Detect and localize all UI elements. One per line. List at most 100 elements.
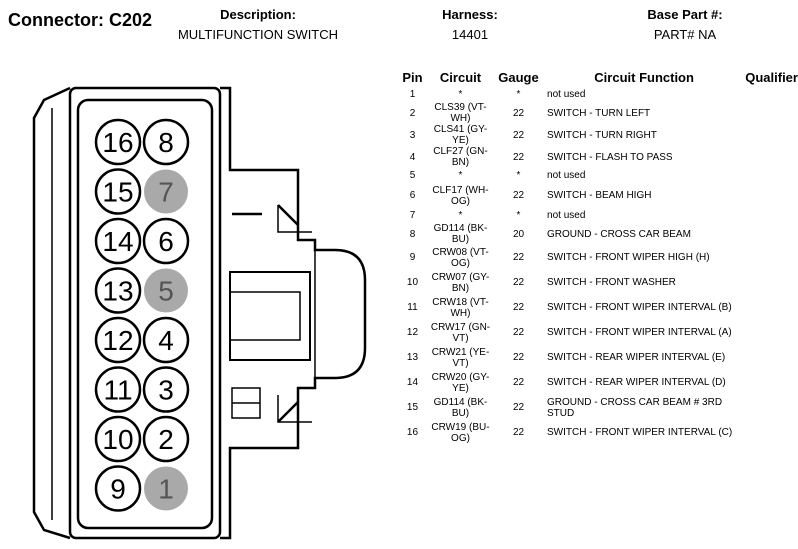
circuit-cell: CRW08 (VT-OG) — [432, 246, 489, 269]
table-row: 14 CRW20 (GY-YE) 22 SWITCH - REAR WIPER INT… — [398, 370, 798, 395]
circuit-cell: CRW17 (GN-VT) — [430, 321, 491, 344]
gauge-cell: 22 — [512, 327, 525, 338]
pin-circle-10 — [94, 415, 142, 463]
harness-value: 14401 — [451, 27, 489, 42]
qualifier-cell — [745, 370, 798, 395]
pin-circle-2 — [142, 415, 190, 463]
qualifier-cell — [745, 168, 798, 183]
pin-cell: 10 — [406, 277, 419, 288]
circuit-cell: GD114 (BK-BU) — [433, 223, 488, 245]
pin-number-label: 4 — [158, 325, 174, 356]
circuit-cell: * — [458, 210, 463, 221]
pin-circle-4 — [142, 316, 190, 364]
qualifier-cell — [745, 87, 798, 102]
gauge-cell: 22 — [512, 352, 525, 363]
circuit-function-cell: not used — [547, 89, 586, 100]
basepart-label: Base Part #: — [647, 7, 723, 22]
harness-label: Harness: — [442, 7, 498, 22]
pin-number-label: 13 — [102, 276, 133, 307]
pin-circle-6 — [142, 217, 190, 265]
pin-cell: 11 — [407, 302, 418, 313]
pin-circle-7 — [144, 169, 188, 214]
pin-cell: 4 — [409, 151, 416, 163]
circuit-cell: CRW19 (BU-OG) — [431, 421, 490, 444]
circuit-function-cell: SWITCH - REAR WIPER INTERVAL (E) — [547, 352, 726, 363]
circuit-function-cell: not used — [547, 170, 586, 181]
column-header-circuit-function: Circuit Function — [594, 70, 694, 85]
pin-number-label: 3 — [158, 375, 174, 406]
pin-circle-12 — [94, 316, 142, 364]
column-header-qualifier: Qualifier — [745, 70, 798, 85]
harness-block: Harness: 14401 — [420, 7, 520, 42]
pin-cell: 13 — [406, 352, 419, 363]
pin-cell: 7 — [409, 210, 416, 221]
gauge-cell: 22 — [512, 377, 525, 388]
pin-cell: 9 — [409, 252, 416, 263]
basepart-value: PART# NA — [653, 27, 717, 42]
qualifier-cell — [745, 270, 798, 295]
circuit-cell: CRW21 (YE-VT) — [431, 346, 490, 369]
gauge-cell: * — [516, 170, 521, 181]
gauge-cell: * — [516, 210, 521, 221]
circuit-function-cell: GROUND - CROSS CAR BEAM — [547, 228, 691, 240]
gauge-cell: 22 — [512, 252, 525, 263]
pin-cell: 12 — [406, 327, 419, 338]
pin-circle-8 — [142, 118, 190, 166]
circuit-cell: CLS41 (GY-YE) — [433, 124, 488, 146]
pin-number-label: 2 — [158, 424, 174, 455]
circuit-function-cell: SWITCH - FLASH TO PASS — [547, 151, 673, 163]
circuit-function-cell: SWITCH - BEAM HIGH — [547, 190, 652, 201]
pin-cell: 5 — [409, 170, 416, 181]
pin-cell: 1 — [409, 89, 416, 100]
table-row: 13 CRW21 (YE-VT) 22 SWITCH - REAR WIPER INT… — [398, 345, 798, 370]
circuit-cell: CLS39 (VT-WH) — [434, 102, 487, 124]
gauge-cell: 22 — [512, 107, 525, 119]
pin-number-label: 9 — [110, 474, 126, 505]
circuit-function-cell: SWITCH - REAR WIPER INTERVAL (D) — [547, 377, 726, 388]
gauge-cell: 22 — [512, 129, 525, 141]
circuit-cell: CRW20 (GY-YE) — [431, 371, 490, 394]
table-row: 5 * * not used — [398, 168, 798, 183]
pin-number-label: 15 — [102, 177, 133, 208]
table-row: 1**not used — [398, 87, 798, 102]
description-value: MULTIFUNCTION SWITCH — [177, 27, 339, 42]
pin-circle-1 — [144, 466, 188, 511]
pin-circle-16 — [94, 118, 142, 166]
circuit-cell: CLF17 (WH-OG) — [432, 184, 489, 207]
pin-number-label: 16 — [102, 127, 133, 158]
circuit-function-cell: SWITCH - TURN LEFT — [547, 107, 651, 119]
circuit-cell: CRW07 (GY-BN) — [431, 271, 490, 294]
qualifier-cell — [745, 395, 798, 420]
gauge-cell: 22 — [512, 190, 525, 201]
qualifier-cell — [745, 102, 798, 124]
qualifier-cell — [745, 320, 798, 345]
pin-cell: 15 — [406, 402, 419, 413]
pin-circle-11 — [94, 366, 142, 413]
gauge-cell: 20 — [512, 228, 525, 240]
gauge-cell: * — [516, 89, 521, 100]
pin-circle-13 — [94, 267, 142, 314]
description-block: Description: MULTIFUNCTION SWITCH — [168, 7, 348, 42]
pin-number-label: 11 — [103, 375, 132, 406]
pin-table: Pin Circuit Gauge Circuit Function Quali… — [398, 70, 798, 445]
circuit-cell: * — [458, 170, 463, 181]
pin-number-label: 10 — [102, 424, 133, 455]
qualifier-cell — [745, 124, 798, 146]
pin-circle-5 — [144, 268, 188, 313]
pin-cell: 14 — [406, 377, 419, 388]
pin-number-label: 12 — [102, 325, 133, 356]
circuit-cell: CRW18 (VT-WH) — [432, 296, 489, 319]
qualifier-cell — [745, 345, 798, 370]
description-label: Description: — [220, 7, 296, 22]
connector-title: Connector: C202 — [8, 10, 153, 30]
gauge-cell: 22 — [512, 302, 525, 313]
circuit-function-cell: SWITCH - FRONT WIPER INTERVAL (C) — [547, 427, 733, 438]
